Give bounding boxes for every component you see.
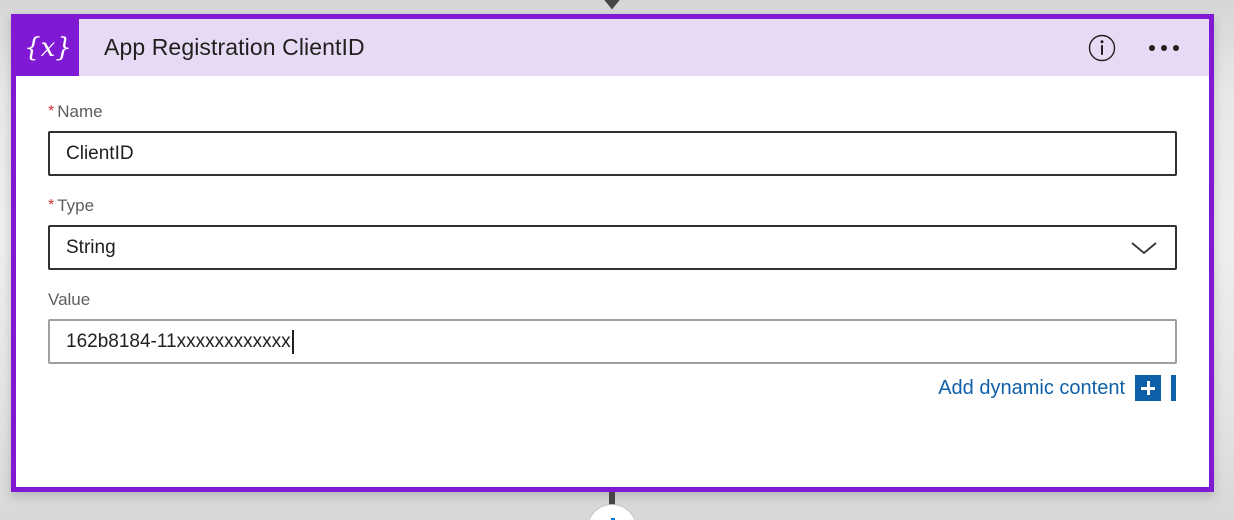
info-circle-icon[interactable] [1085, 31, 1119, 65]
field-value: Value 162b8184-11xxxxxxxxxxxx [48, 290, 1177, 364]
required-asterisk: * [48, 103, 55, 120]
incoming-connector [0, 0, 1234, 12]
value-label-text: Value [48, 290, 91, 309]
card-header-actions [1085, 31, 1181, 65]
value-input[interactable]: 162b8184-11xxxxxxxxxxxx [48, 319, 1177, 364]
add-step-plus-icon[interactable] [587, 504, 637, 520]
arrow-down-icon [604, 0, 620, 10]
value-label: Value [48, 290, 1177, 310]
add-dynamic-content-row: Add dynamic content [48, 375, 1177, 401]
field-name: *Name ClientID [48, 102, 1177, 176]
name-label-text: Name [57, 102, 103, 121]
dynamic-content-caret [1171, 375, 1176, 401]
type-selected-value: String [66, 236, 116, 258]
card-body: *Name ClientID *Type String Value 162b81… [16, 76, 1209, 487]
card-title: App Registration ClientID [104, 34, 365, 60]
chevron-down-icon [1131, 241, 1157, 254]
name-input[interactable]: ClientID [48, 131, 1177, 176]
required-asterisk: * [48, 197, 55, 214]
add-dynamic-content-link[interactable]: Add dynamic content [938, 377, 1125, 399]
card-header: {x} App Registration ClientID [16, 19, 1209, 76]
type-label-text: Type [57, 196, 95, 215]
text-caret [291, 329, 294, 354]
field-type: *Type String [48, 196, 1177, 270]
name-label: *Name [48, 102, 1177, 122]
outgoing-connector [0, 492, 1234, 520]
plus-icon[interactable] [1135, 375, 1161, 401]
value-input-text: 162b8184-11xxxxxxxxxxxx [66, 330, 291, 352]
connector-stem [609, 492, 615, 505]
type-label: *Type [48, 196, 1177, 216]
variable-braces-icon: {x} [16, 19, 79, 76]
svg-text:{x}: {x} [26, 33, 70, 63]
action-card[interactable]: {x} App Registration ClientID *Name Cl [11, 14, 1214, 492]
type-dropdown[interactable]: String [48, 225, 1177, 270]
ellipsis-menu-icon[interactable] [1147, 39, 1181, 57]
